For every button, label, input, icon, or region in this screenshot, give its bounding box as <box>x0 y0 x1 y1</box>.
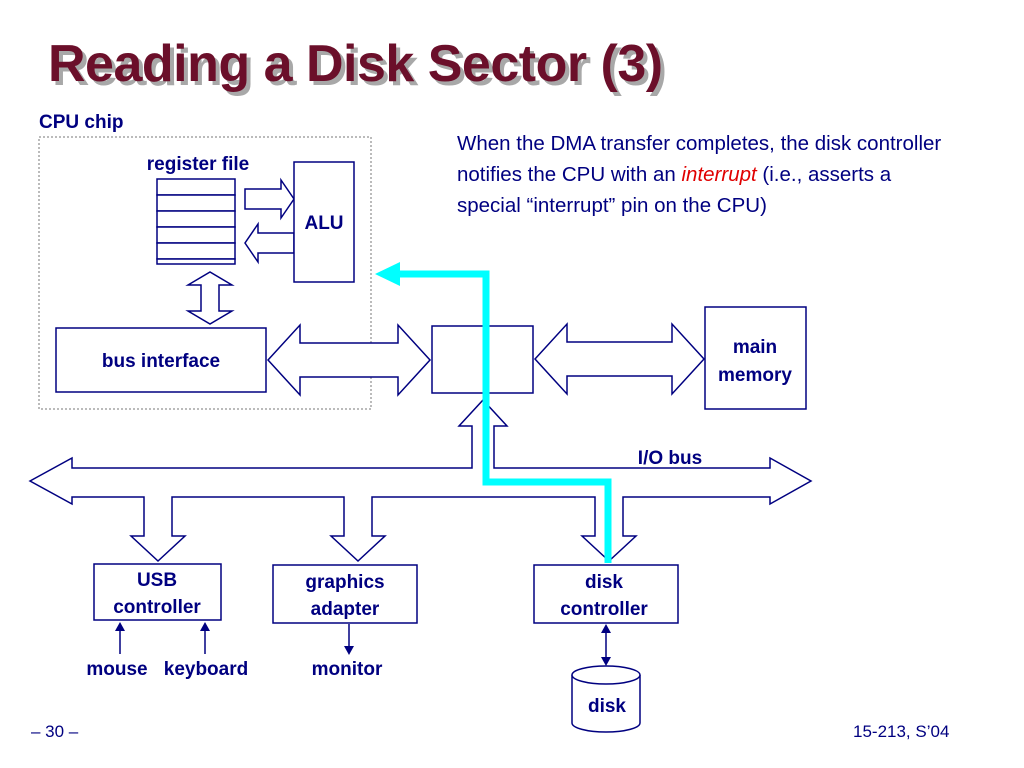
disk-controller-label-line2: controller <box>560 599 648 620</box>
system-bus-arrow <box>266 323 432 397</box>
disk-cylinder <box>571 665 641 733</box>
monitor-label: monitor <box>312 659 383 680</box>
page-number: – 30 – <box>31 722 79 741</box>
usb-controller-label-line1: USB <box>137 570 177 591</box>
slide-title: Reading a Disk Sector (3) <box>48 35 663 93</box>
register-file-label: register file <box>147 154 249 175</box>
usb-input-arrows <box>115 622 210 654</box>
alu-label: ALU <box>304 213 343 234</box>
disk-label: disk <box>588 696 626 717</box>
usb-controller-box <box>93 563 222 621</box>
graphics-adapter-box <box>272 564 418 624</box>
io-bus-arrow <box>28 398 813 563</box>
bus-interface-label: bus interface <box>102 351 220 372</box>
disk-controller-label-line1: disk <box>585 572 623 593</box>
alu-box <box>293 161 355 283</box>
memory-bus-arrow <box>533 322 706 396</box>
mouse-label: mouse <box>86 659 147 680</box>
description-text: When the DMA transfer completes, the dis… <box>457 132 942 217</box>
bus-interface-box <box>55 327 267 393</box>
register-bus-interface-arrow <box>185 271 235 325</box>
disk-link-arrow <box>601 624 611 666</box>
monitor-arrow <box>344 624 354 655</box>
usb-controller-label-line2: controller <box>113 597 201 618</box>
main-memory-label-line1: main <box>733 337 777 358</box>
keyboard-label: keyboard <box>164 659 248 680</box>
register-to-alu-arrow <box>244 177 295 221</box>
disk-controller-box <box>533 564 679 624</box>
interrupt-path <box>375 262 612 563</box>
io-bus-label: I/O bus <box>638 448 702 469</box>
cpu-chip-boundary <box>38 136 372 410</box>
register-file <box>156 178 236 265</box>
graphics-adapter-label-line2: adapter <box>311 599 380 620</box>
alu-to-register-arrow <box>244 221 295 265</box>
course-label: 15-213, S’04 <box>853 722 950 741</box>
main-memory-label-line2: memory <box>718 365 792 386</box>
interrupt-arrowhead <box>375 262 400 286</box>
cpu-chip-label: CPU chip <box>39 112 123 133</box>
main-memory-box <box>704 306 807 410</box>
graphics-adapter-label-line1: graphics <box>305 572 384 593</box>
interrupt-emphasis: interrupt <box>681 163 757 186</box>
